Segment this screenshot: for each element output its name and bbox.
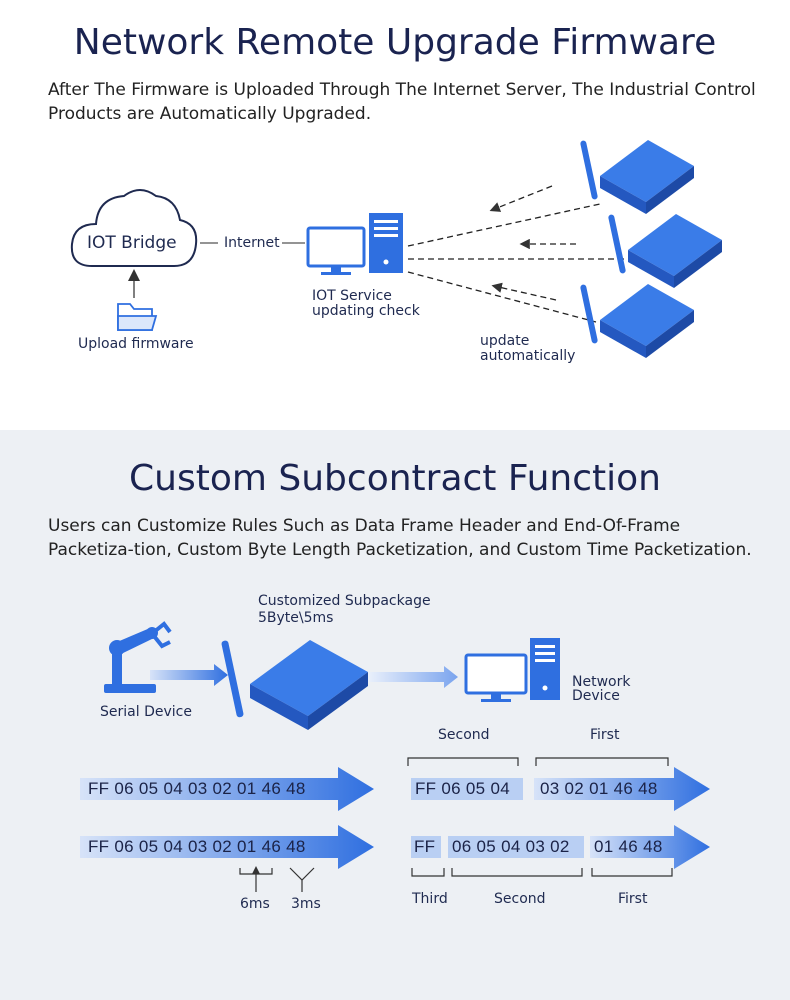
time-6ms-label: 6ms	[240, 896, 270, 912]
section-subcontract	[0, 430, 790, 1000]
subcontract-description: Users can Customize Rules Such as Data F…	[48, 516, 752, 560]
computer-icon	[306, 213, 403, 275]
time-3ms-label: 3ms	[291, 896, 321, 912]
internet-label: Internet	[224, 235, 280, 251]
update-label: update	[480, 333, 530, 349]
automatically-label: automatically	[480, 348, 576, 364]
robot-arm-icon	[104, 621, 172, 693]
packet-segment	[411, 836, 441, 858]
iot-bridge-label: IOT Bridge	[87, 233, 177, 253]
upgrade-description: After The Firmware is Uploaded Through T…	[48, 80, 756, 124]
upload-firmware-label: Upload firmware	[78, 336, 194, 352]
bracket-third-bottom-label: Third	[412, 891, 448, 907]
row1-second-packet: FF 06 05 04	[415, 779, 510, 798]
row1-first-packet: 03 02 01 46 48	[540, 779, 658, 798]
bracket-second-top-label: Second	[438, 727, 490, 743]
data-arrow	[80, 825, 374, 869]
row2-first-packet: 01 46 48	[594, 837, 663, 856]
network-label: Network	[572, 674, 631, 690]
iot-service-label: IOT Service	[312, 288, 392, 304]
subpackage-rule-label: 5Byte\5ms	[258, 610, 334, 626]
upgrade-title: Network Remote Upgrade Firmware	[73, 22, 717, 63]
row2-second-packet: 06 05 04 03 02	[452, 837, 570, 856]
data-arrow	[534, 767, 710, 811]
router-device-icon	[608, 214, 722, 288]
row2-third-packet: FF	[414, 837, 436, 856]
router-device-icon	[221, 640, 368, 730]
packet-segment	[448, 836, 584, 858]
data-arrow	[80, 767, 374, 811]
serial-device-label: Serial Device	[100, 704, 192, 720]
data-arrow	[590, 825, 710, 869]
packet-segment	[411, 778, 523, 800]
bracket-first-bottom-label: First	[618, 891, 648, 907]
updating-check-label: updating check	[312, 303, 420, 319]
bracket-second-bottom-label: Second	[494, 891, 546, 907]
subcontract-title: Custom Subcontract Function	[129, 458, 661, 499]
bracket-first-top-label: First	[590, 727, 620, 743]
cloud-icon	[70, 189, 198, 267]
row2-data-sequence: FF 06 05 04 03 02 01 46 48	[88, 837, 306, 856]
router-device-icon	[580, 140, 694, 214]
router-device-icon	[580, 284, 694, 358]
folder-icon	[117, 303, 158, 331]
upgrade-diagram	[70, 140, 722, 358]
computer-icon	[464, 638, 560, 702]
device-label: Device	[572, 688, 620, 704]
row1-data-sequence: FF 06 05 04 03 02 01 46 48	[88, 779, 306, 798]
subpackage-label: Customized Subpackage	[258, 593, 431, 609]
